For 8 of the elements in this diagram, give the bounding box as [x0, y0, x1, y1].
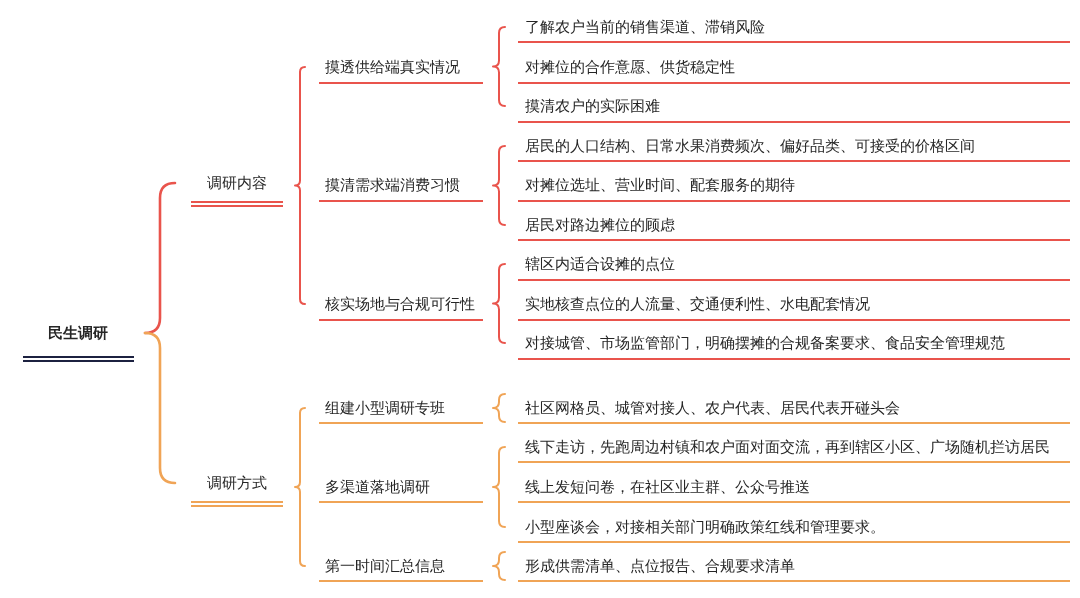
- brace-connector: [492, 26, 506, 107]
- brace-connector: [492, 551, 506, 581]
- brace-connector: [294, 66, 306, 305]
- brace-connector: [492, 393, 506, 423]
- brace-connector: [492, 145, 506, 226]
- brace-connector: [492, 446, 506, 528]
- brace-connector: [492, 263, 506, 344]
- brace-connector: [294, 407, 306, 567]
